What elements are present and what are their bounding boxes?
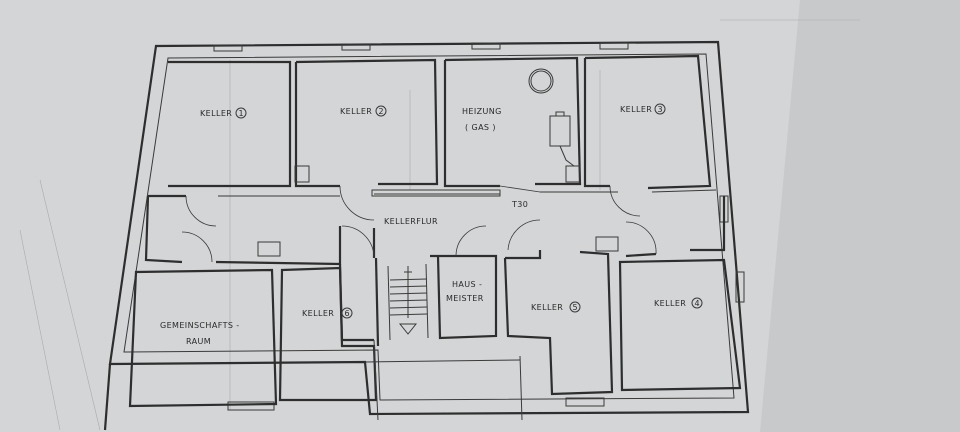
room-labels: KELLER 1 KELLER 2 HEIZUNG ( GAS ) KELLER…: [160, 103, 703, 346]
lower-room-walls: [128, 266, 523, 421]
label-keller-5-num: 5: [573, 303, 579, 312]
label-gas: ( GAS ): [465, 123, 496, 132]
label-keller-1-num: 1: [239, 109, 245, 118]
paper-shadow: [760, 0, 960, 432]
label-keller-3: KELLER: [620, 105, 652, 114]
label-gemeinschaftsraum-1: GEMEINSCHAFTS -: [160, 321, 240, 330]
label-keller-6: KELLER: [302, 309, 334, 318]
boiler-symbol: [528, 68, 575, 167]
label-keller-4-num: 4: [695, 299, 701, 308]
label-keller-4: KELLER: [654, 299, 686, 308]
background-faint-lines: [19, 19, 860, 431]
label-keller-6-num: 6: [345, 309, 351, 318]
label-keller-2-num: 2: [379, 107, 385, 116]
label-t30: T30: [511, 200, 528, 209]
label-heizung: HEIZUNG: [462, 107, 502, 116]
shafts: [257, 165, 619, 257]
label-keller-1: KELLER: [200, 109, 232, 118]
label-keller-2: KELLER: [340, 107, 372, 116]
staircase: [374, 257, 429, 347]
label-hausmeister-2: MEISTER: [446, 294, 484, 303]
door-swings: [181, 185, 657, 263]
label-gemeinschaftsraum-2: RAUM: [186, 337, 211, 346]
label-hausmeister-1: HAUS -: [452, 280, 482, 289]
top-windows: [213, 42, 745, 411]
outer-walls: [103, 40, 750, 431]
label-keller-5: KELLER: [531, 303, 563, 312]
upper-room-walls: [168, 54, 717, 197]
label-keller-3-num: 3: [658, 105, 664, 114]
label-kellerflur: KELLERFLUR: [384, 217, 438, 226]
